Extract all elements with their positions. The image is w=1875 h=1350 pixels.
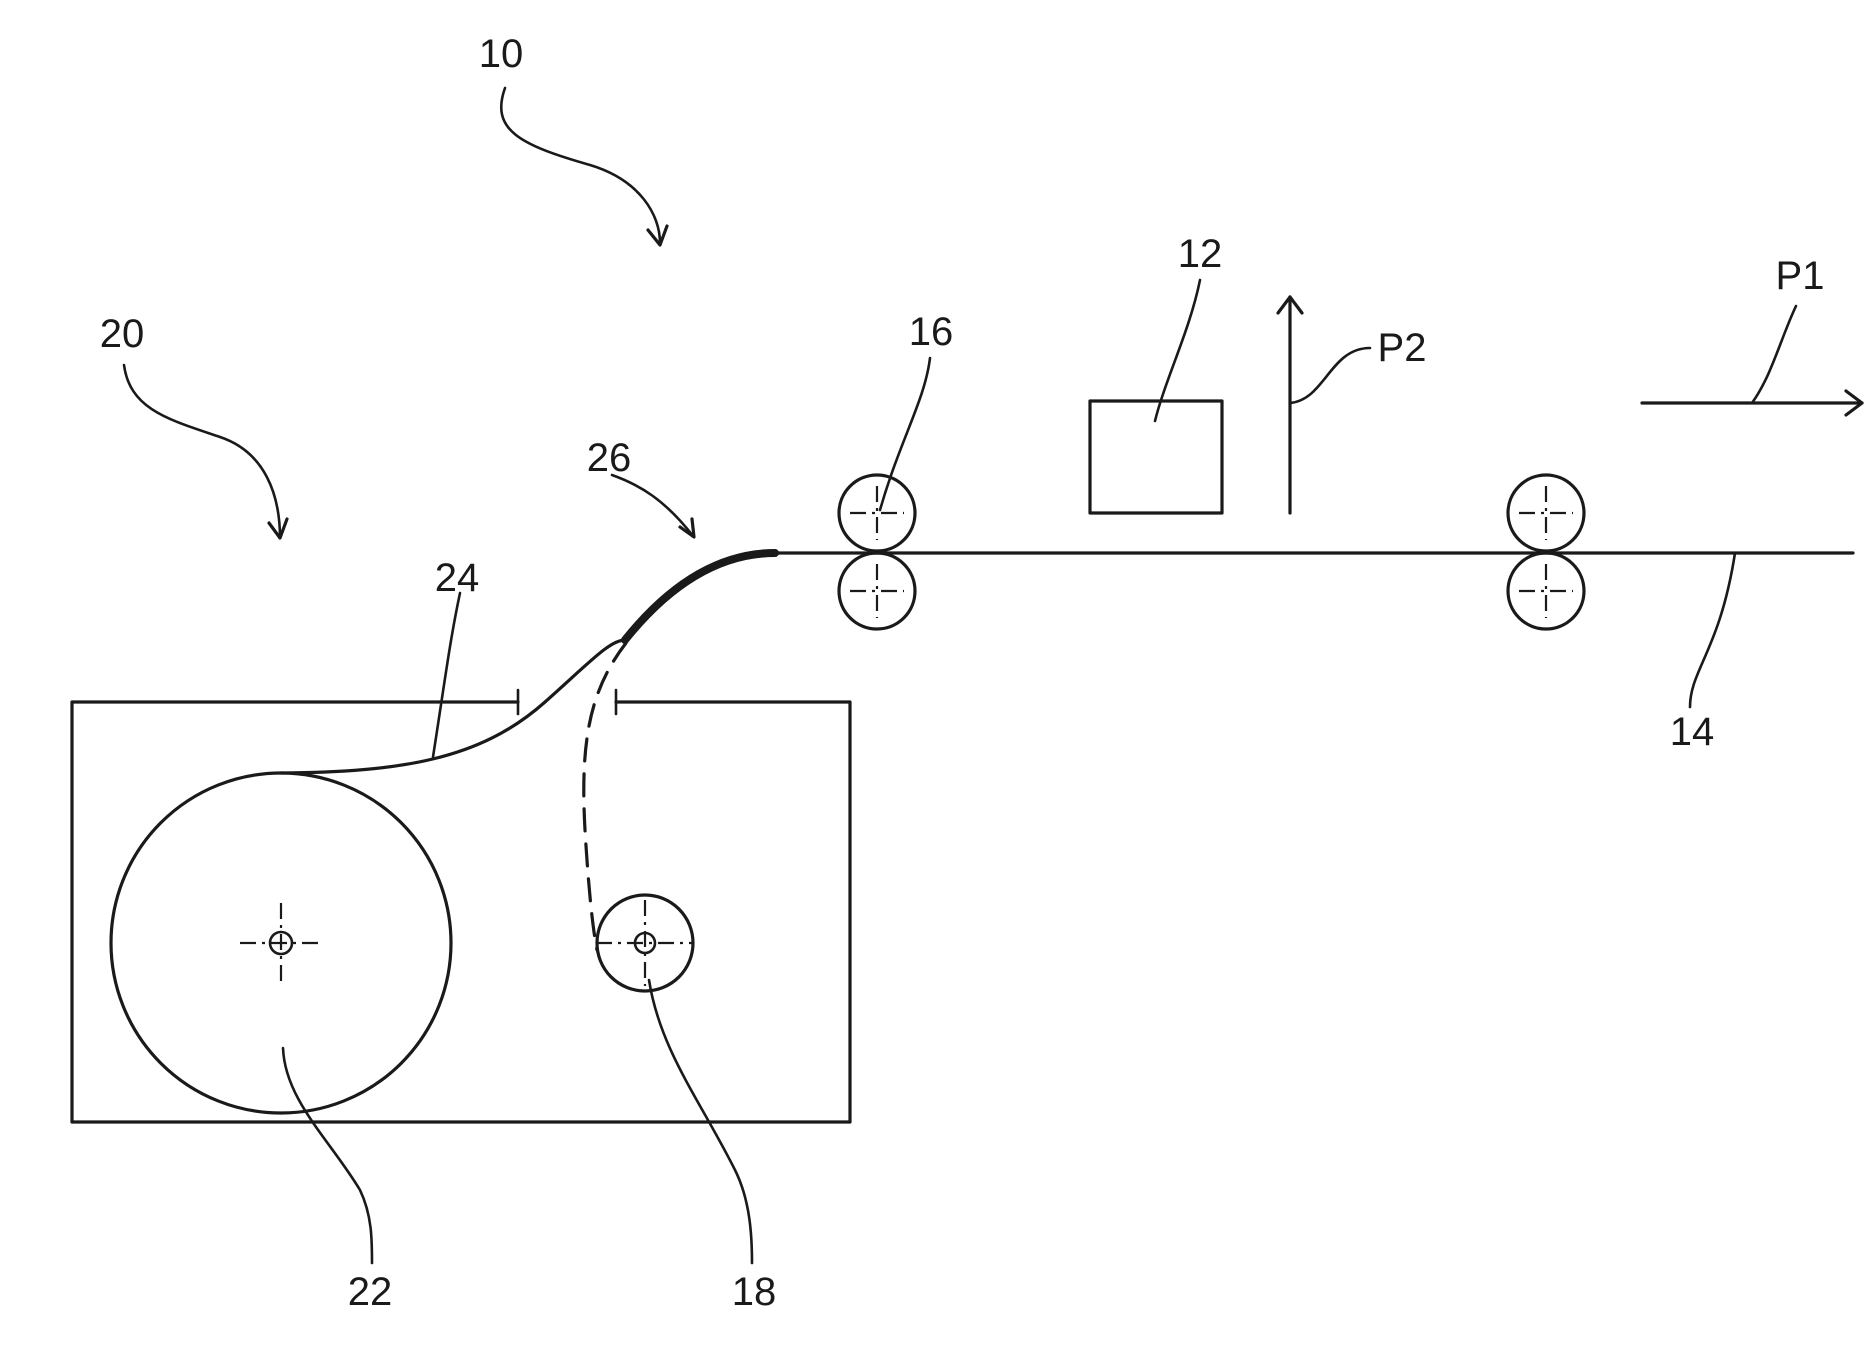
label-18: 18 [732,1270,777,1314]
label-p2: P2 [1378,326,1427,370]
web-strip [281,553,1853,950]
label-20: 20 [100,312,145,356]
label-10: 10 [479,32,524,76]
label-14: 14 [1670,710,1715,754]
label-24: 24 [435,556,480,600]
take-up-reel [596,895,694,991]
label-22: 22 [348,1270,393,1314]
label-26: 26 [587,436,632,480]
leader-lines [124,88,1796,1263]
housing [72,690,850,1122]
label-16: 16 [909,310,954,354]
supply-reel [111,773,451,1113]
label-12: 12 [1178,232,1223,276]
label-p1: P1 [1776,254,1825,298]
arrow-p2 [1278,297,1302,513]
